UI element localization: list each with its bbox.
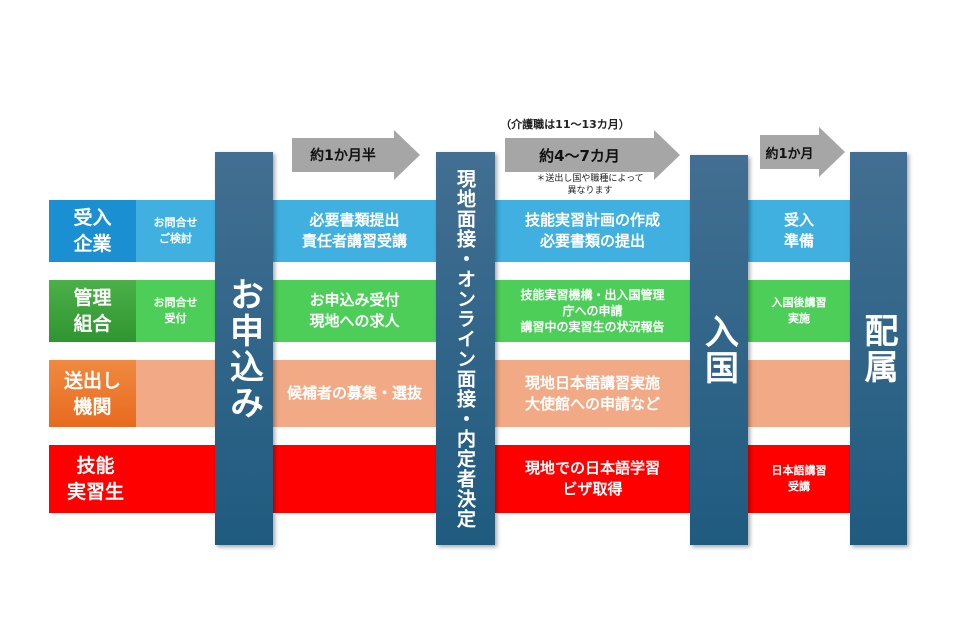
cell — [273, 445, 436, 513]
arrow-head-icon — [819, 127, 845, 177]
cell — [136, 360, 215, 427]
cell: 技能実習機構・出入国管理 庁への申請 講習中の実習生の状況報告 — [495, 280, 690, 342]
arrow-label: 約1か月 — [760, 135, 819, 169]
arrow-head-icon — [654, 130, 680, 180]
cell: 現地での日本語学習 ビザ取得 — [495, 445, 690, 513]
row-label: 受入 企業 — [49, 200, 136, 262]
arrow-head-icon — [394, 130, 420, 180]
cell: 受入 準備 — [748, 200, 850, 262]
cell: 現地日本語講習実施 大使館への申請など — [495, 360, 690, 427]
pillar-label: 入国 — [698, 314, 739, 386]
arrow-duration-3: 約1か月 — [760, 127, 845, 177]
cell: 候補者の募集・選抜 — [273, 360, 436, 427]
row-label: 管理 組合 — [49, 280, 136, 342]
arrow-label: 約4〜7カ月 — [505, 138, 654, 172]
pillar-interview: 現地面接・オンライン面接・内定者決定 — [436, 152, 495, 545]
pillar-application: お申込み — [215, 152, 273, 545]
cell: お問合せ 受付 — [136, 280, 215, 342]
row-label: 技能 実習生 — [49, 445, 215, 513]
arrow-note-above: （介護職は11〜13カ月） — [500, 118, 630, 131]
cell: 技能実習計画の作成 必要書類の提出 — [495, 200, 690, 262]
pillar-label: 現地面接・オンライン面接・内定者決定 — [454, 168, 476, 529]
pillar-label: お申込み — [223, 276, 264, 421]
cell: 必要書類提出 責任者講習受講 — [273, 200, 436, 262]
arrow-label: 約1か月半 — [292, 138, 394, 172]
pillar-label: 配属 — [858, 312, 898, 385]
arrow-note-below: ＊送出し国や職種によって 異なります — [536, 174, 644, 196]
cell: お申込み受付 現地への求人 — [273, 280, 436, 342]
pillar-entry: 入国 — [690, 155, 748, 545]
row-label: 送出し 機関 — [49, 360, 136, 427]
arrow-duration-1: 約1か月半 — [292, 130, 420, 180]
cell: お問合せ ご検討 — [136, 200, 215, 262]
arrow-duration-2: 約4〜7カ月 — [505, 130, 680, 180]
cell: 日本語講習 受講 — [748, 445, 850, 513]
cell: 入国後講習 実施 — [748, 280, 850, 342]
pillar-assignment: 配属 — [850, 152, 907, 545]
cell — [748, 360, 850, 427]
